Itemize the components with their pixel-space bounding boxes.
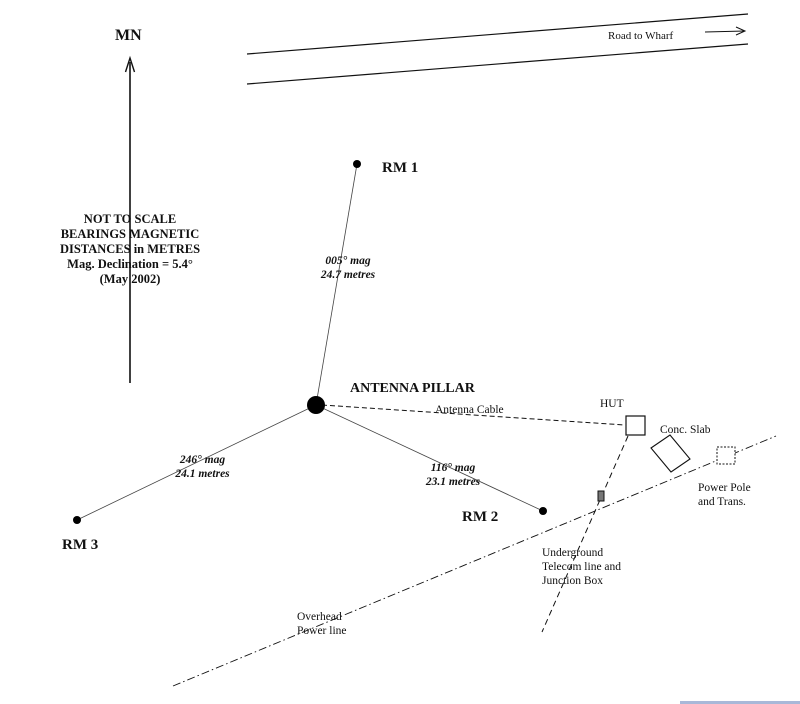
rm2-distance-value: 23.1 metres xyxy=(425,476,481,488)
rm2-marker xyxy=(539,507,547,515)
slab-label: Conc. Slab xyxy=(660,424,711,436)
rm3-bearing: 246° mag 24.1 metres xyxy=(160,453,245,481)
power-pole-box xyxy=(716,446,736,465)
power-line xyxy=(172,435,777,687)
note-line: BEARINGS MAGNETIC xyxy=(60,227,200,241)
rm1-bearing-value: 005° mag xyxy=(325,255,371,267)
hut-box xyxy=(625,415,646,436)
rm2-bearing-value: 116° mag xyxy=(430,462,476,474)
power-line-text: Overhead xyxy=(297,611,342,623)
telecom-line-text: Telecom line and xyxy=(542,561,622,573)
power-line-text: Power line xyxy=(297,625,347,637)
note-line: (May 2002) xyxy=(99,272,161,286)
antenna-pillar-marker xyxy=(307,396,325,414)
antenna-pillar-label: ANTENNA PILLAR xyxy=(350,381,475,396)
rm3-bearing-value: 246° mag xyxy=(179,454,226,466)
power-line-label: Overhead Power line xyxy=(297,610,347,638)
diagram-notes: NOT TO SCALE BEARINGS MAGNETIC DISTANCES… xyxy=(52,212,208,287)
power-pole-label: Power Pole and Trans. xyxy=(698,481,751,509)
power-pole-line: and Trans. xyxy=(698,496,746,508)
road-label: Road to Wharf xyxy=(608,30,674,42)
line-to-rm1 xyxy=(315,163,358,406)
telecom-label: Underground Telecom line and Junction Bo… xyxy=(542,546,621,588)
rm2-bearing: 116° mag 23.1 metres xyxy=(413,461,493,489)
rm3-distance-value: 24.1 metres xyxy=(175,468,230,480)
rm1-distance-value: 24.7 metres xyxy=(320,269,376,281)
road-edge-top xyxy=(246,13,749,55)
junction-box xyxy=(597,490,605,502)
antenna-cable-line xyxy=(321,404,626,426)
rm1-label: RM 1 xyxy=(382,160,419,176)
power-pole-line: Power Pole xyxy=(698,482,751,494)
hut-label: HUT xyxy=(600,398,624,410)
rm3-marker xyxy=(73,516,81,524)
north-arrow-icon xyxy=(124,55,136,383)
note-line: Mag. Declination = 5.4° xyxy=(67,257,193,271)
arrow-right-icon xyxy=(704,26,747,36)
antenna-cable-label: Antenna Cable xyxy=(435,404,504,416)
concrete-slab xyxy=(650,434,691,473)
rm1-bearing: 005° mag 24.7 metres xyxy=(308,254,388,282)
note-line: NOT TO SCALE xyxy=(83,212,177,226)
line-to-rm3 xyxy=(76,404,317,521)
rm2-label: RM 2 xyxy=(462,509,499,525)
telecom-line-text: Underground xyxy=(542,547,604,559)
rm1-marker xyxy=(353,160,361,168)
telecom-line xyxy=(541,435,629,633)
line-to-rm2 xyxy=(315,404,544,512)
rm3-label: RM 3 xyxy=(62,537,99,553)
north-label: MN xyxy=(115,27,142,44)
bottom-edge-strip xyxy=(680,701,800,704)
telecom-line-text: Junction Box xyxy=(542,575,604,587)
note-line: DISTANCES in METRES xyxy=(59,242,201,256)
road-edge-bottom xyxy=(246,43,749,85)
